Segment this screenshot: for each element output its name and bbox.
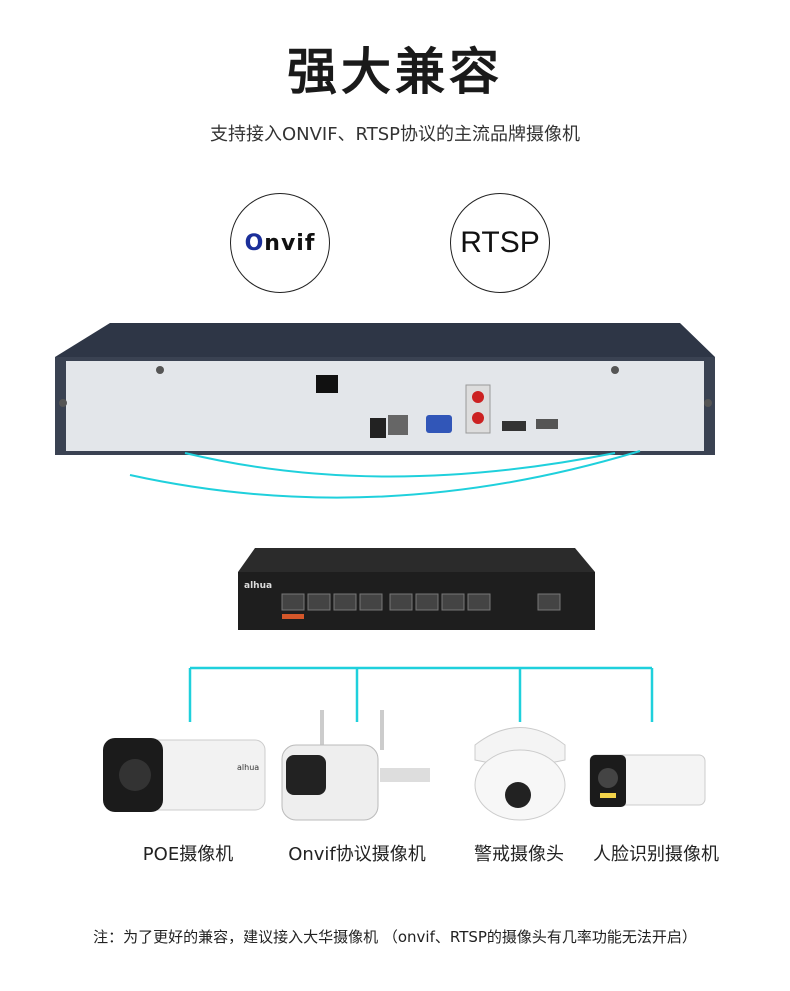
subtitle: 支持接入ONVIF、RTSP协议的主流品牌摄像机: [209, 124, 581, 145]
camera-images: alhua: [103, 710, 706, 821]
footnote: 注：为了更好的兼容，建议接入大华摄像机 （onvif、RTSP的摄像头有几率功能…: [93, 928, 697, 946]
rtsp-badge: RTSP: [450, 193, 550, 293]
camera-label-poe: POE摄像机: [142, 844, 234, 865]
camera-label-face: 人脸识别摄像机: [593, 844, 719, 865]
page-title: 强大兼容: [287, 43, 503, 101]
face-recognition-camera: [589, 754, 706, 807]
dome-alarm-camera: [474, 727, 566, 821]
onvif-wifi-camera: [281, 710, 430, 821]
camera-label-onvif: Onvif协议摄像机: [288, 844, 426, 865]
nvr-recorder: [55, 323, 715, 499]
switch-brand-logo: alhua: [244, 581, 272, 591]
poe-bullet-camera: alhua: [103, 738, 266, 812]
camera-label-alarm: 警戒摄像头: [474, 844, 564, 865]
connection-lines: [188, 666, 654, 722]
poe-switch: alhua: [238, 548, 595, 630]
svg-text:alhua: alhua: [237, 763, 259, 772]
